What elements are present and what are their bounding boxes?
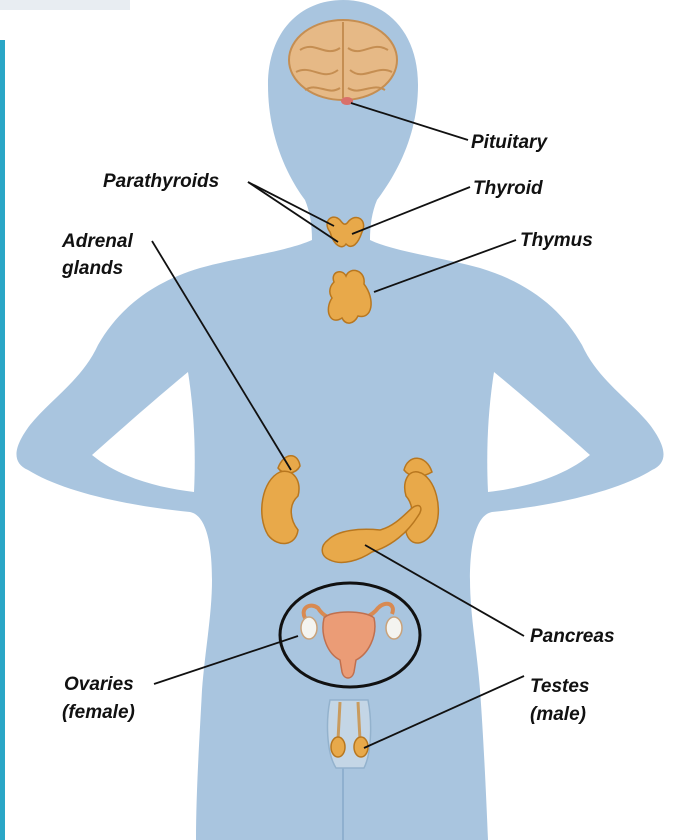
label-ovaries-line1: Ovaries [64,674,134,695]
label-testes-line1: Testes [530,676,590,697]
label-testes-line2: (male) [530,704,586,725]
label-pituitary: Pituitary [471,132,548,153]
male-reproductive-organs [328,700,371,768]
label-pancreas: Pancreas [530,626,615,647]
label-thymus: Thymus [520,230,593,251]
label-ovaries-line2: (female) [62,702,135,723]
label-thyroid: Thyroid [473,178,543,199]
top-corner-shade [0,0,130,10]
label-adrenal-line1: Adrenal [61,231,133,252]
label-parathyroids: Parathyroids [103,171,219,192]
label-adrenal-line2: glands [61,258,123,279]
accent-bar [0,40,5,840]
brain [289,20,397,100]
